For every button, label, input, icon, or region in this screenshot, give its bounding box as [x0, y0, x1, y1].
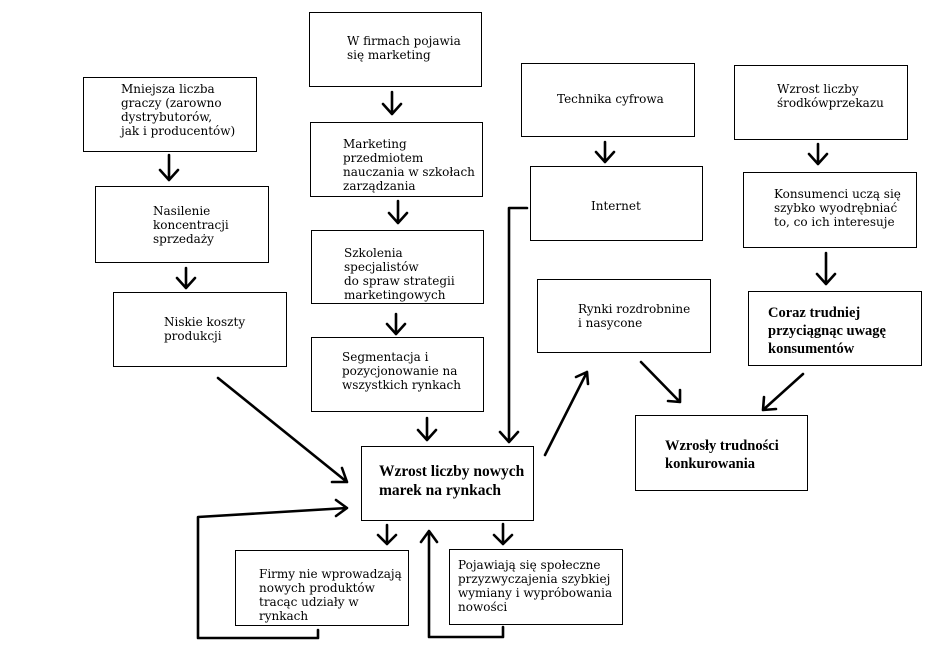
- arrow-consumers-to-attention: [815, 251, 837, 286]
- arrow-taught-to-training: [387, 199, 409, 225]
- box-new-brands: Wzrost liczby nowych marek na rynkach: [361, 446, 534, 521]
- arrow-brands-to-markets: [543, 370, 590, 457]
- arrow-appears-to-taught: [381, 90, 403, 116]
- arrow-internet-to-brands: [498, 206, 529, 444]
- arrow-media-to-consumers: [807, 142, 829, 166]
- arrow-brands-to-habits: [492, 522, 514, 546]
- box-fewer-players: Mniejsza liczba graczy (zarowno dystrybu…: [83, 77, 257, 152]
- box-harder-attention: Coraz trudniej przyciągnąc uwagę konsume…: [748, 291, 922, 366]
- box-competition-difficulty: Wzrosły trudności konkurowania: [635, 415, 808, 491]
- box-sales-concentration: Nasilenie koncentracji sprzedaży: [95, 186, 269, 263]
- box-social-habits: Pojawiają się społeczne przyzwyczajenia …: [449, 549, 623, 625]
- arrow-training-to-segmentation: [385, 312, 407, 336]
- arrow-digital-to-internet: [594, 140, 616, 164]
- box-marketing-taught: Marketing przedmiotem nauczania w szkoła…: [310, 122, 483, 197]
- box-media-growth: Wzrost liczby środkówprzekazu: [734, 65, 908, 140]
- box-specialist-training: Szkolenia specjalistów do spraw strategi…: [311, 230, 484, 304]
- box-internet: Internet: [530, 166, 703, 241]
- box-no-new-products: Firmy nie wprowadzają nowych produktów t…: [235, 550, 409, 626]
- box-fragmented-markets: Rynki rozdrobnine i nasycone: [537, 279, 711, 353]
- arrow-segmentation-to-brands: [416, 416, 438, 442]
- arrow-fewer-to-concentration: [158, 153, 180, 182]
- box-consumers-learn: Konsumenci uczą się szybko wyodrębniać t…: [743, 172, 917, 248]
- box-low-costs: Niskie koszty produkcji: [113, 292, 287, 367]
- box-marketing-appears: W firmach pojawia się marketing: [309, 12, 482, 87]
- arrow-concentration-to-costs: [175, 266, 197, 290]
- box-segmentation: Segmentacja i pozycjonowanie na wszystki…: [311, 337, 484, 412]
- arrow-brands-to-no-products: [376, 523, 398, 546]
- arrow-attention-to-competition: [761, 372, 805, 412]
- box-digital-tech: Technika cyfrowa: [521, 63, 695, 137]
- arrow-markets-to-competition: [639, 360, 682, 404]
